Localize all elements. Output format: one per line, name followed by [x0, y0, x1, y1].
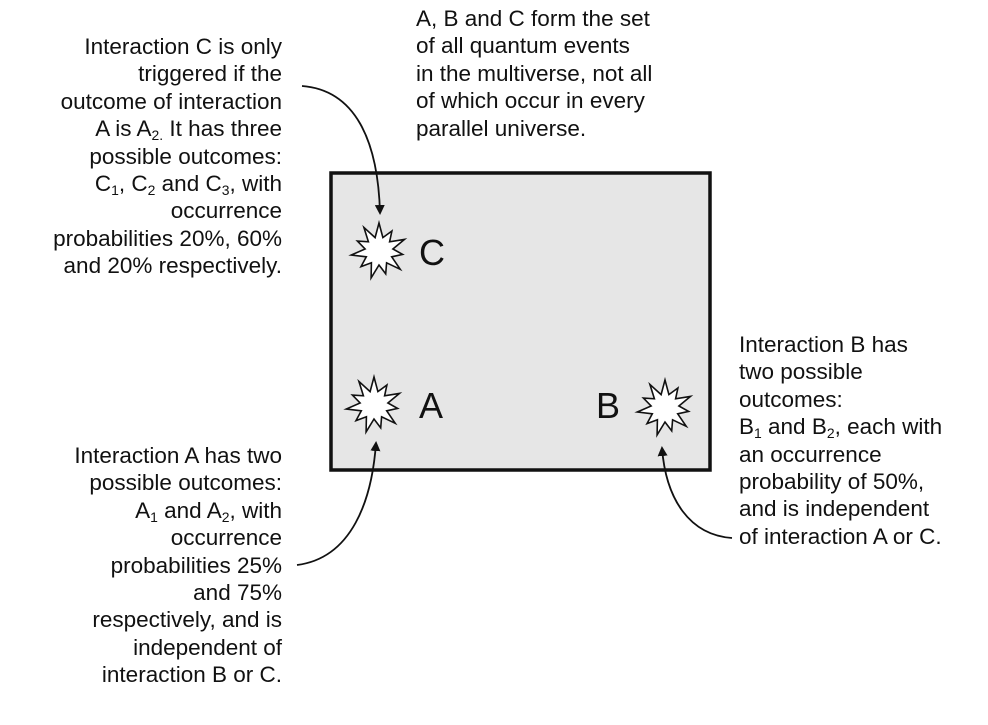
burst-b-icon [634, 376, 694, 438]
annotation-c-line: triggered if the [138, 61, 282, 87]
annotation-top-line: of all quantum events [416, 33, 630, 59]
annotation-a-line: probabilities 25% [110, 552, 282, 578]
annotation-c-line: C1, C2 and C3, with [94, 171, 282, 198]
arrow-to-b [657, 446, 733, 539]
label-c: C [419, 232, 445, 273]
annotation-top-line: parallel universe. [416, 115, 587, 141]
universe-box [329, 171, 712, 472]
annotation-b-line: B1 and B2, each with [739, 414, 943, 442]
annotation-c-line: Interaction C is only [84, 34, 282, 59]
arrow-to-c [301, 85, 385, 215]
annotation-b: Interaction B has two possible outcomes:… [739, 331, 942, 550]
annotation-c-line: A is A2. It has three [95, 116, 282, 144]
annotation-b-line: an occurrence [739, 441, 882, 467]
annotation-b-line: Interaction B has [739, 332, 908, 357]
annotation-a-line: Interaction A has two [74, 443, 282, 468]
annotation-b-line: of interaction A or C. [739, 523, 942, 549]
annotation-top-line: in the multiverse, not all [416, 60, 653, 86]
annotation-b-line: and is independent [739, 496, 930, 522]
annotation-a-line: respectively, and is [92, 607, 282, 633]
burst-a-icon [343, 373, 403, 435]
annotation-b-line: probability of 50%, [739, 469, 925, 495]
annotation-a: Interaction A has two possible outcomes:… [74, 442, 282, 689]
annotation-c-line: probabilities 20%, 60% [53, 225, 282, 251]
arrow-to-a [296, 441, 381, 566]
annotation-a-line: possible outcomes: [89, 470, 282, 496]
annotation-b-line: two possible [739, 359, 863, 385]
annotation-c-line: possible outcomes: [89, 143, 282, 169]
annotation-c-line: and 20% respectively. [63, 253, 282, 279]
label-b: B [596, 385, 620, 426]
annotation-b-line: outcomes: [739, 386, 843, 412]
annotation-a-line: A1 and A2, with [135, 497, 282, 525]
annotation-c: Interaction C is only triggered if the o… [53, 33, 282, 280]
burst-c-icon [348, 219, 408, 281]
annotation-top-line: A, B and C form the set [416, 6, 650, 31]
annotation-c-line: occurrence [170, 198, 282, 224]
annotation-a-line: occurrence [170, 525, 282, 551]
annotation-top: A, B and C form the set of all quantum e… [416, 5, 652, 142]
annotation-a-line: interaction B or C. [101, 662, 282, 688]
label-a: A [419, 385, 443, 426]
annotation-c-line: outcome of interaction [60, 88, 282, 114]
annotation-top-line: of which occur in every [416, 88, 645, 114]
annotation-a-line: independent of [133, 634, 282, 660]
annotation-a-line: and 75% [193, 580, 282, 606]
